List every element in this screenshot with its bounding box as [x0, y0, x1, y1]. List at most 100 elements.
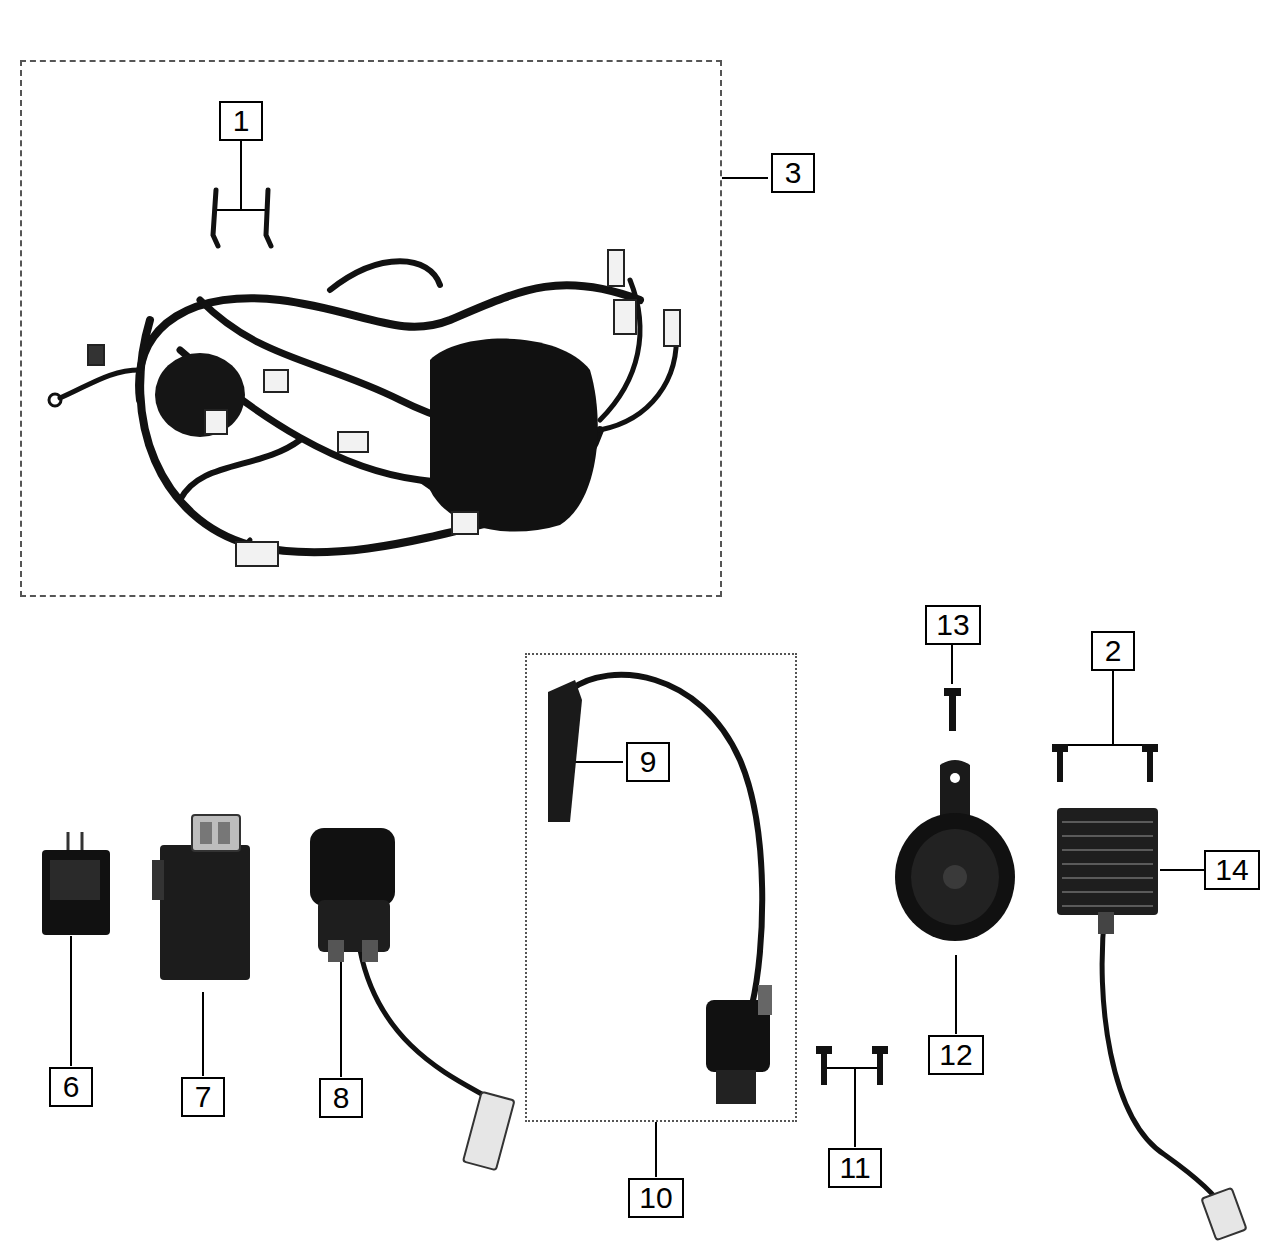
callout-box: 7 [181, 1077, 225, 1117]
ignition-coil [758, 985, 772, 1015]
regulator-rectifier [1062, 821, 1153, 823]
regulator-rectifier [1062, 905, 1153, 907]
wiring-harness [155, 353, 245, 437]
flasher-relay [50, 860, 100, 900]
harness-connector [264, 370, 288, 392]
harness-connector [664, 310, 680, 346]
leader-line [340, 960, 342, 1077]
regulator-rectifier [1057, 808, 1158, 915]
starter-relay [360, 950, 492, 1100]
screw [944, 688, 961, 731]
cdi-unit [152, 860, 164, 900]
regulator-rectifier [1102, 912, 1225, 1210]
harness-connector [452, 512, 478, 534]
callout-box: 13 [925, 605, 980, 645]
regulator-rectifier [1062, 835, 1153, 837]
harness-connector [236, 542, 278, 566]
cdi-unit [218, 822, 230, 844]
callout-box: 1 [219, 101, 263, 141]
callout-number: 7 [181, 1077, 225, 1117]
wiring-harness [140, 320, 600, 552]
cdi-unit [160, 845, 250, 980]
leader-line [574, 761, 623, 763]
wiring-harness [60, 370, 140, 398]
assembly-group: 109 [525, 653, 797, 1122]
harness-connector [608, 250, 624, 286]
leader-line [202, 992, 204, 1076]
callout-box: 14 [1204, 850, 1259, 890]
callout-number: 3 [771, 153, 815, 193]
harness-clip [213, 190, 271, 246]
harness-connector [338, 432, 368, 452]
ignition-coil [548, 675, 772, 1104]
wiring-harness [600, 280, 640, 420]
callout-number: 1 [219, 101, 263, 141]
harness-connector [205, 410, 227, 434]
starter-relay [310, 828, 514, 1170]
harness-connector [88, 345, 104, 365]
cdi-unit [200, 822, 212, 844]
harness-clip [213, 190, 218, 246]
leader-line [216, 209, 268, 211]
flasher-relay [42, 832, 110, 935]
callout-number: 11 [828, 1148, 881, 1188]
flasher-relay [67, 832, 70, 852]
callout-number: 10 [628, 1178, 683, 1218]
bolt [816, 1046, 888, 1085]
bolt [877, 1053, 883, 1085]
callout-number: 8 [319, 1078, 363, 1118]
leader-line [722, 177, 768, 179]
horn [940, 760, 970, 820]
leader-line [1160, 869, 1207, 871]
starter-relay [310, 828, 395, 906]
flasher-relay [81, 832, 84, 852]
callout-number: 12 [928, 1035, 983, 1075]
callout-number: 6 [49, 1067, 93, 1107]
regulator-rectifier [1062, 849, 1153, 851]
cdi-unit [152, 815, 250, 980]
leader-line [955, 955, 957, 1034]
leader-line [1112, 671, 1114, 745]
wiring-harness [180, 440, 300, 500]
callout-box: 9 [626, 742, 670, 782]
cdi-unit [192, 815, 240, 851]
leader-line [240, 141, 242, 210]
ignition-coil [570, 675, 762, 1005]
bolt [1147, 750, 1153, 782]
callout-number: 9 [626, 742, 670, 782]
bolt [821, 1053, 827, 1085]
horn [943, 865, 967, 889]
bolt [1057, 750, 1063, 782]
harness-clip [266, 190, 271, 246]
bolt [1052, 744, 1158, 782]
bolt [872, 1046, 888, 1054]
leader-line [71, 141, 1207, 1177]
wiring-harness [330, 261, 440, 290]
flasher-relay [42, 850, 110, 935]
callout-number: 14 [1204, 850, 1259, 890]
leader-line [655, 1122, 657, 1177]
callout-box: 2 [1091, 631, 1135, 671]
harness-connector [88, 250, 680, 566]
horn [895, 813, 1015, 941]
regulator-rectifier [1098, 912, 1114, 934]
horn [895, 760, 1015, 941]
wiring-harness [49, 261, 676, 556]
callout-box: 11 [828, 1148, 881, 1188]
screw [944, 688, 961, 696]
leader-line [1060, 744, 1150, 746]
callout-box: 6 [49, 1067, 93, 1107]
ignition-coil [548, 680, 582, 822]
leader-line [70, 936, 72, 1066]
regulator-rectifier [1201, 1188, 1246, 1240]
bolt [816, 1046, 832, 1054]
assembly-group: 31 [20, 60, 722, 597]
regulator-rectifier [1062, 863, 1153, 865]
callout-number: 13 [925, 605, 980, 645]
regulator-rectifier [1062, 822, 1153, 906]
horn [911, 829, 999, 925]
regulator-rectifier [1062, 891, 1153, 893]
harness-connector [614, 300, 636, 334]
